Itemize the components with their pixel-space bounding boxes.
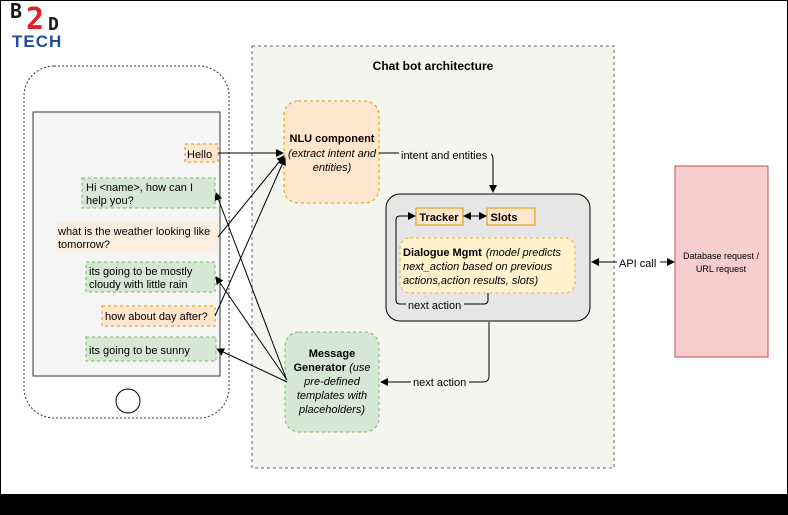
dialogue-title: Dialogue Mgmt xyxy=(403,247,482,259)
edge-generator-to-hi xyxy=(214,192,287,379)
edge-dialogue-loop xyxy=(395,212,489,305)
bubble-hello-text: Hello xyxy=(187,149,212,161)
left-border xyxy=(0,0,1,494)
edge-intent-label-bg xyxy=(399,148,491,162)
dialogue-desc-line1: (model predicts xyxy=(486,247,562,259)
nlu-title: NLU component xyxy=(290,133,375,145)
generator-title-line2-text: Generator xyxy=(294,362,347,374)
edge-generator-to-sunny xyxy=(216,348,288,383)
bubble-weather-a-line2: cloudy with little rain xyxy=(89,279,187,291)
database-request-box xyxy=(674,165,769,358)
bubble-weather-answer xyxy=(85,261,216,293)
generator-desc-line4: placeholders) xyxy=(298,404,365,416)
bubble-weather-a-line1: its going to be mostly xyxy=(89,266,193,278)
edge-intent-label: intent and entities xyxy=(401,150,488,162)
nlu-desc-line1: (extract intent and xyxy=(288,148,377,160)
bubble-hi-line1: Hi <name>, how can I xyxy=(86,182,193,194)
message-generator-box xyxy=(284,331,380,433)
dialogue-title-line: Dialogue Mgmt (model predicts xyxy=(403,247,562,259)
top-border xyxy=(0,0,788,1)
logo-letter-d: D xyxy=(48,14,59,35)
logo-letter-b: B xyxy=(10,0,23,23)
slots-box xyxy=(486,207,536,226)
tracker-label: Tracker xyxy=(419,212,459,224)
dialogue-mgmt-box xyxy=(399,237,576,294)
b2d-tech-logo: B 2 D TECH xyxy=(8,0,70,52)
edge-next-action-outer-label: next action xyxy=(413,377,466,389)
bubble-weather-question xyxy=(56,222,218,252)
edge-generator-to-weather-answer xyxy=(215,276,288,381)
database-line1: Database request / xyxy=(683,251,760,261)
generator-title-line2: Generator(use xyxy=(294,362,371,374)
generator-desc-line1: (use xyxy=(349,362,370,374)
generator-desc-line3: templates with xyxy=(297,390,367,402)
edge-api-call-bg xyxy=(617,256,660,270)
database-line2: URL request xyxy=(696,264,747,274)
edge-next-action-inner-label: next action xyxy=(408,300,461,312)
edge-next-action-outer-bg xyxy=(411,376,469,389)
logo-digit-2: 2 xyxy=(26,2,45,37)
dialogue-desc-line2: next_action based on previous xyxy=(403,261,553,273)
edge-api-call-label: API call xyxy=(619,258,656,270)
bubble-hi-line2: help you? xyxy=(86,195,134,207)
logo-word-tech: TECH xyxy=(12,32,63,51)
bubble-sunny xyxy=(85,336,217,362)
edge-dayafter-to-nlu xyxy=(214,157,286,317)
diagram-title: Chat bot architecture xyxy=(373,59,494,73)
edge-weather-to-nlu xyxy=(217,155,285,238)
phone-home-button xyxy=(115,388,141,414)
nlu-component-box xyxy=(283,100,380,204)
dialogue-desc-line3: actions,action results, slots) xyxy=(403,275,538,287)
bubble-day-after-text: how about day after? xyxy=(105,311,208,323)
edge-dialogue-to-generator xyxy=(380,322,490,386)
slots-label: Slots xyxy=(491,212,518,224)
generator-desc-line2: pre-defined xyxy=(303,376,361,388)
nlu-desc-line2: entities) xyxy=(313,162,352,174)
bubble-sunny-text: its going to be sunny xyxy=(89,345,190,357)
edge-next-action-inner-bg xyxy=(406,299,464,312)
bubble-hi xyxy=(81,177,216,209)
generator-title-line1: Message xyxy=(309,348,355,360)
bottom-bar xyxy=(0,494,788,515)
bubble-weather-q-line1: what is the weather looking like xyxy=(57,226,210,238)
bubble-weather-q-line2: tomorrow? xyxy=(58,239,110,251)
